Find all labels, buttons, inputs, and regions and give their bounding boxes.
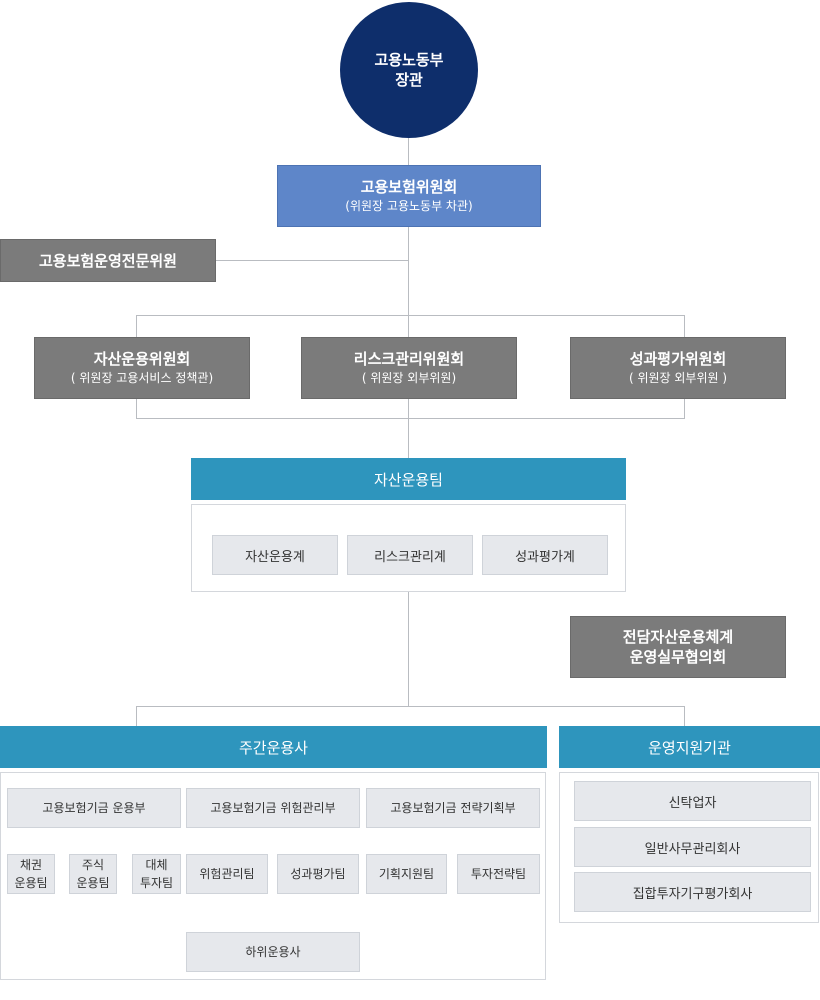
support-title: 운영지원기관 <box>648 738 731 757</box>
connector-line <box>136 418 685 419</box>
support-item-label: 신탁업자 <box>668 795 717 811</box>
connector-line <box>136 315 685 316</box>
subcommittee-sub: ( 위원장 외부위원 ) <box>628 371 728 385</box>
support-header: 운영지원기관 <box>559 726 820 768</box>
support-item-box: 신탁업자 <box>574 781 811 821</box>
connector-line <box>408 591 409 707</box>
committee-sub: (위원장 고용노동부 차관) <box>345 199 473 213</box>
minister-node: 고용노동부 장관 <box>340 2 478 138</box>
department-label: 고용보험기금 위험관리부 <box>210 801 336 815</box>
team-line1: 채권 <box>19 858 43 872</box>
connector-line <box>215 260 409 261</box>
subcommittee-title: 성과평가위원회 <box>629 350 727 368</box>
connector-line <box>684 315 685 338</box>
support-item-label: 일반사무관리회사 <box>644 841 741 857</box>
asset-management-committee: 자산운용위원회 ( 위원장 고용서비스 정책관) <box>34 337 250 399</box>
team-box: 성과평가팀 <box>277 854 359 894</box>
team-box: 투자전략팀 <box>457 854 540 894</box>
asset-team-title: 자산운용팀 <box>373 470 443 489</box>
department-box: 고용보험기금 운용부 <box>7 788 181 828</box>
minister-line2: 장관 <box>395 71 423 89</box>
council-line1: 전담자산운용체계 <box>622 628 734 646</box>
team-label: 위험관리팀 <box>199 867 255 881</box>
sub-manager-box: 하위운용사 <box>186 932 360 972</box>
performance-evaluation-committee: 성과평가위원회 ( 위원장 외부위원 ) <box>570 337 786 399</box>
team-line2: 운용팀 <box>76 876 110 890</box>
asset-team-header: 자산운용팀 <box>191 458 626 500</box>
committee-title: 고용보험위원회 <box>360 178 458 196</box>
team-box: 위험관리팀 <box>186 854 268 894</box>
support-item-box: 집합투자기구평가회사 <box>574 872 811 912</box>
risk-management-committee: 리스크관리위원회 ( 위원장 외부위원) <box>301 337 517 399</box>
team-label: 투자전략팀 <box>470 867 527 881</box>
connector-line <box>408 138 409 166</box>
team-box: 채권 운용팀 <box>7 854 55 894</box>
department-box: 고용보험기금 위험관리부 <box>186 788 360 828</box>
connector-line <box>136 706 685 707</box>
asset-unit-label: 리스크관리계 <box>374 549 446 565</box>
connector-line <box>136 398 137 418</box>
subcommittee-sub: ( 위원장 고용서비스 정책관) <box>70 371 214 385</box>
support-item-box: 일반사무관리회사 <box>574 827 811 867</box>
team-label: 기획지원팀 <box>378 867 435 881</box>
sub-manager-label: 하위운용사 <box>245 945 301 959</box>
minister-line1: 고용노동부 <box>374 51 444 69</box>
team-line1: 대체 <box>145 858 168 872</box>
department-box: 고용보험기금 전략기획부 <box>366 788 540 828</box>
connector-line <box>684 398 685 418</box>
connector-line <box>136 315 137 338</box>
employment-insurance-committee: 고용보험위원회 (위원장 고용노동부 차관) <box>277 165 541 227</box>
main-manager-title: 주간운용사 <box>238 738 308 757</box>
expert-committee-label: 고용보험운영전문위원 <box>38 251 177 270</box>
subcommittee-title: 리스크관리위원회 <box>353 350 465 368</box>
team-line1: 주식 <box>81 858 105 872</box>
connector-line <box>684 706 685 726</box>
asset-unit-box: 자산운용계 <box>212 535 338 575</box>
team-box: 대체 투자팀 <box>132 854 181 894</box>
subcommittee-sub: ( 위원장 외부위원) <box>361 371 457 385</box>
asset-unit-box: 리스크관리계 <box>347 535 473 575</box>
connector-line <box>136 706 137 726</box>
asset-unit-box: 성과평가계 <box>482 535 608 575</box>
council-line2: 운영실무협의회 <box>629 648 727 666</box>
operations-council: 전담자산운용체계 운영실무협의회 <box>570 616 786 678</box>
department-label: 고용보험기금 운용부 <box>42 801 146 815</box>
subcommittee-title: 자산운용위원회 <box>93 350 191 368</box>
support-item-label: 집합투자기구평가회사 <box>632 886 753 902</box>
main-manager-header: 주간운용사 <box>0 726 547 768</box>
asset-unit-label: 자산운용계 <box>245 549 305 565</box>
expert-committee: 고용보험운영전문위원 <box>0 239 216 282</box>
team-line2: 투자팀 <box>139 876 174 890</box>
team-label: 성과평가팀 <box>290 867 346 881</box>
team-box: 기획지원팀 <box>366 854 447 894</box>
asset-unit-label: 성과평가계 <box>515 549 575 565</box>
team-line2: 운용팀 <box>14 876 48 890</box>
department-label: 고용보험기금 전략기획부 <box>390 801 516 815</box>
team-box: 주식 운용팀 <box>69 854 117 894</box>
